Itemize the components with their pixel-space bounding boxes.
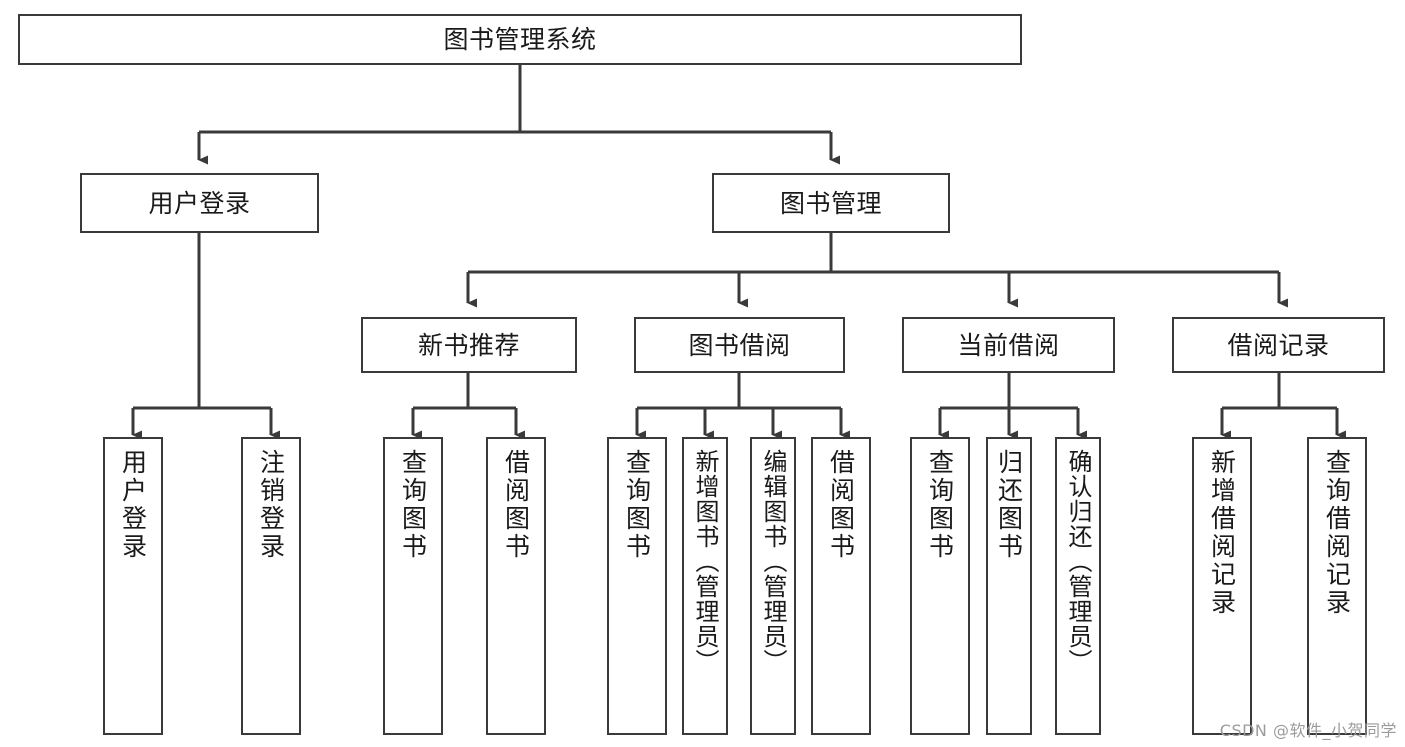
node-label: 新书推荐 <box>417 330 520 360</box>
node-label: 用户登录 <box>118 449 148 561</box>
leaf-user-login[interactable]: 用户登录 <box>103 437 163 735</box>
node-label: 确认归还（管理员） <box>1064 449 1092 674</box>
leaf-edit-book-admin[interactable]: 编辑图书（管理员） <box>750 437 796 735</box>
node-label: 查询图书 <box>925 449 955 561</box>
watermark-text: CSDN @软件_小贺同学 <box>1219 721 1397 740</box>
leaf-logout[interactable]: 注销登录 <box>241 437 301 735</box>
node-label: 用户登录 <box>148 188 251 218</box>
node-new-book-recommendation[interactable]: 新书推荐 <box>361 317 577 373</box>
node-user-login[interactable]: 用户登录 <box>80 173 319 233</box>
node-label: 新增图书（管理员） <box>691 449 719 674</box>
node-label: 图书借阅 <box>688 330 791 360</box>
node-label: 借阅图书 <box>501 449 531 561</box>
node-current-borrowing[interactable]: 当前借阅 <box>902 317 1115 373</box>
node-root-book-management-system[interactable]: 图书管理系统 <box>18 14 1022 65</box>
node-label: 当前借阅 <box>957 330 1060 360</box>
node-label: 查询图书 <box>398 449 428 561</box>
leaf-confirm-return-admin[interactable]: 确认归还（管理员） <box>1055 437 1101 735</box>
leaf-query-book-recommendation[interactable]: 查询图书 <box>383 437 443 735</box>
node-label: 归还图书 <box>994 449 1024 561</box>
node-label: 编辑图书（管理员） <box>759 449 787 674</box>
node-label: 新增借阅记录 <box>1207 449 1237 617</box>
leaf-add-book-admin[interactable]: 新增图书（管理员） <box>682 437 728 735</box>
node-label: 注销登录 <box>256 449 286 561</box>
node-book-borrowing[interactable]: 图书借阅 <box>634 317 845 373</box>
leaf-add-borrow-record[interactable]: 新增借阅记录 <box>1192 437 1252 735</box>
leaf-query-book-current[interactable]: 查询图书 <box>910 437 970 735</box>
leaf-query-book-borrowing[interactable]: 查询图书 <box>607 437 667 735</box>
node-label: 借阅图书 <box>826 449 856 561</box>
leaf-borrow-book-recommendation[interactable]: 借阅图书 <box>486 437 546 735</box>
node-label: 查询借阅记录 <box>1322 449 1352 617</box>
node-book-management[interactable]: 图书管理 <box>712 173 950 233</box>
node-label: 查询图书 <box>622 449 652 561</box>
leaf-return-book[interactable]: 归还图书 <box>986 437 1032 735</box>
node-label: 图书管理 <box>779 188 882 218</box>
node-label: 图书管理系统 <box>443 25 597 54</box>
node-label: 借阅记录 <box>1227 330 1330 360</box>
leaf-query-borrow-record[interactable]: 查询借阅记录 <box>1307 437 1367 735</box>
node-borrowing-records[interactable]: 借阅记录 <box>1172 317 1385 373</box>
leaf-borrow-book[interactable]: 借阅图书 <box>811 437 871 735</box>
